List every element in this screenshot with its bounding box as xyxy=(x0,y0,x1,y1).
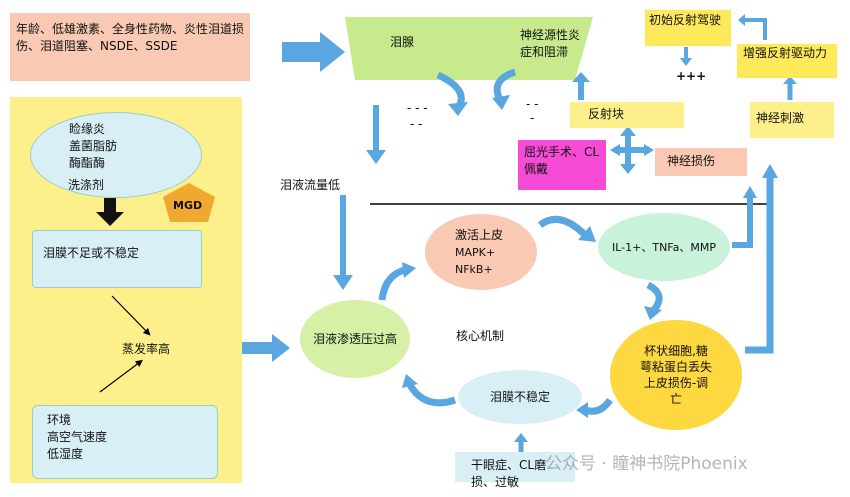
film-insufficient-box: 泪膜不足或不稳定 xyxy=(32,230,202,288)
goblet-text: 杯状细胞,糖萼粘蛋白丢失上皮损伤-调亡 xyxy=(640,344,713,406)
tear-flow-low-label: 泪液流量低 xyxy=(280,178,341,192)
nerve-damage-box: 神经损伤 xyxy=(655,148,747,176)
risk-factors-box: 年龄、低雄激素、全身性药物、炎性泪道损伤、泪道阻塞、NSDE、SSDE xyxy=(10,13,250,81)
hyperosmolarity-text: 泪液渗透压过高 xyxy=(312,331,397,346)
dry-eye-box: 干眼症、CL磨损、过敏 xyxy=(455,452,575,489)
environment-item-3: 低湿度 xyxy=(47,447,84,461)
neurogenic-label: 神经源性炎症和阻滞 xyxy=(520,28,581,59)
mgd-label: MGD xyxy=(173,199,203,212)
environment-box: 环境 高空气速度 低湿度 xyxy=(32,405,218,479)
enhance-reflex-text: 增强反射驱动力 xyxy=(743,46,828,60)
minus-marks-left: - - - xyxy=(407,101,428,115)
surgery-text: 屈光手术、CL佩戴 xyxy=(524,145,600,176)
hyperosmolarity-ellipse: 泪液渗透压过高 xyxy=(300,300,410,378)
minus-marks-left-2: - - xyxy=(410,117,423,131)
nerve-stimulation-box: 神经刺激 xyxy=(750,102,834,138)
detergent-label: 洗涤剂 xyxy=(68,178,105,192)
plus-marks: +++ xyxy=(676,69,707,83)
cytokines-text: IL-1+、TNFa、MMP xyxy=(612,240,716,254)
minus-marks-right-2: - xyxy=(530,111,535,125)
reflex-block-box: 反射块 xyxy=(570,102,684,128)
mapk-text: MAPK+ xyxy=(455,245,496,259)
cytokines-ellipse: IL-1+、TNFa、MMP xyxy=(598,213,730,281)
nfkb-text: NFkB+ xyxy=(455,262,493,276)
surgery-box: 屈光手术、CL佩戴 xyxy=(518,140,606,190)
nerve-stimulation-text: 神经刺激 xyxy=(756,111,805,125)
risk-factors-text: 年龄、低雄激素、全身性药物、炎性泪道损伤、泪道阻塞、NSDE、SSDE xyxy=(16,22,245,53)
arrow-gland-down xyxy=(366,105,386,164)
arrow-risk-to-gland xyxy=(282,32,345,72)
watermark: 公众号 · 瞳神书院Phoenix xyxy=(545,454,748,474)
meibomian-item-1: 睑缘炎 xyxy=(69,122,106,136)
reflex-block-text: 反射块 xyxy=(588,107,625,121)
nerve-damage-text: 神经损伤 xyxy=(667,154,716,168)
core-mechanism-label: 核心机制 xyxy=(456,329,505,343)
minus-marks-right: - - xyxy=(526,97,539,111)
evaporation-label: 蒸发率高 xyxy=(122,342,171,356)
curve-arrow-right xyxy=(493,68,517,102)
activate-epithelium-ellipse: 激活上皮 MAPK+ NFkB+ xyxy=(425,214,537,290)
initiate-reflex-box: 初始反射驾驶 xyxy=(645,10,731,46)
film-unstable-ellipse: 泪膜不稳定 xyxy=(458,370,582,424)
meibomian-item-3: 酶酯酶 xyxy=(69,156,106,170)
lacrimal-trapezoid xyxy=(345,17,593,80)
film-unstable-text: 泪膜不稳定 xyxy=(489,389,550,404)
environment-item-2: 高空气速度 xyxy=(47,430,108,444)
meibomian-ellipse: 睑缘炎 盖菌脂肪 酶酯酶 xyxy=(30,112,202,198)
initiate-reflex-text: 初始反射驾驶 xyxy=(649,13,722,27)
goblet-ellipse: 杯状细胞,糖萼粘蛋白丢失上皮损伤-调亡 xyxy=(610,320,742,430)
meibomian-item-2: 盖菌脂肪 xyxy=(69,139,118,153)
enhance-reflex-box: 增强反射驱动力 xyxy=(737,44,837,78)
dry-eye-text: 干眼症、CL磨损、过敏 xyxy=(471,458,547,489)
environment-item-1: 环境 xyxy=(47,413,72,427)
film-insufficient-text: 泪膜不足或不稳定 xyxy=(43,246,140,260)
lacrimal-gland-label: 泪腺 xyxy=(390,35,415,49)
activate-epithelium-text: 激活上皮 xyxy=(455,227,504,242)
